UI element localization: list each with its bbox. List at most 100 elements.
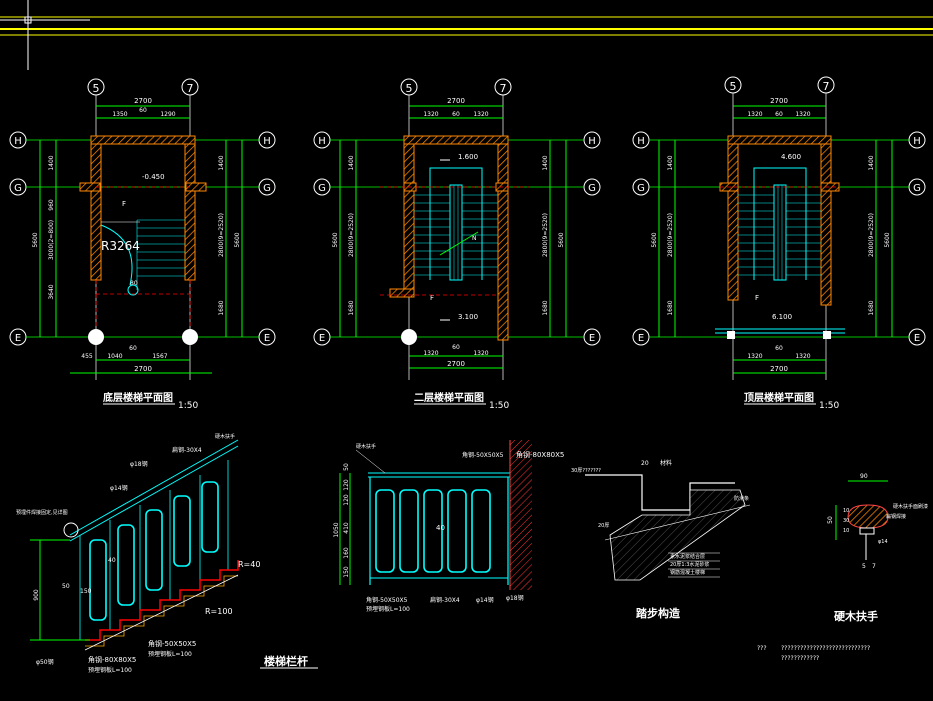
elev-d50: 50 xyxy=(343,463,350,471)
radius-label: R3264 xyxy=(101,239,140,253)
dim-bot-right: 1320 xyxy=(473,350,488,357)
elev-d120: 120 xyxy=(343,479,350,491)
step-mat: 材料 xyxy=(660,459,672,467)
axis-label-5: 5 xyxy=(406,82,413,95)
elev-bot: 3.100 xyxy=(458,313,478,321)
dim-bot-mid: 60 xyxy=(452,344,460,351)
plan-top-floor: 5 7 H H G G E E 2700 60 1320 1320 60 132… xyxy=(632,76,926,411)
axis-label-h: H xyxy=(913,136,921,147)
axis-label-5: 5 xyxy=(93,82,100,95)
dim-left-total: 5600 xyxy=(651,232,658,247)
axis-label-g: G xyxy=(318,183,326,194)
dim-80: 80 xyxy=(130,280,138,287)
dim-left-a: 1400 xyxy=(667,155,674,170)
plan-scale: 1:50 xyxy=(819,401,839,411)
dim-bot-c: 1567 xyxy=(152,353,167,360)
plan-scale: 1:50 xyxy=(178,401,198,411)
dim-left-a: 1400 xyxy=(348,155,355,170)
axis-label-e: E xyxy=(914,333,920,344)
axis-label-7: 7 xyxy=(823,80,830,93)
axis-label-h: H xyxy=(637,136,645,147)
step-leg3: 钢筋混凝土楼梯 xyxy=(670,569,705,576)
hr-d10a: 10 xyxy=(843,508,849,514)
dim-top-right: 1320 xyxy=(795,111,810,118)
elev-flat: 扁钢-30X4 xyxy=(430,596,460,604)
axis-label-h: H xyxy=(14,136,22,147)
dim-right-c: 1680 xyxy=(218,300,225,315)
axis-label-7: 7 xyxy=(187,82,194,95)
step-top-note: 30厚??????? xyxy=(571,468,601,474)
label-a1b: 预埋钢板L=100 xyxy=(148,650,192,658)
dim-left-b: 2800(9=2520) xyxy=(348,213,355,257)
column xyxy=(401,329,417,345)
dim-right-total: 5600 xyxy=(234,232,241,247)
axis-label-e: E xyxy=(638,333,644,344)
step-leg2: 20厚1:3水泥砂浆 xyxy=(670,561,709,568)
note-label: ??? xyxy=(757,645,767,652)
railing-d50: 50 xyxy=(62,583,70,590)
dim-bot-left: 1320 xyxy=(747,353,762,360)
label-a2: 角钢-80X80X5 xyxy=(88,655,136,664)
dim-bot-right: 1320 xyxy=(795,353,810,360)
axis-label-7: 7 xyxy=(500,82,507,95)
elev-bl2: 预埋钢板L=100 xyxy=(366,605,410,613)
label-left-note: 预埋件焊接固定,见详图 xyxy=(16,509,68,516)
elev-a1: 角钢-50X50X5 xyxy=(462,451,504,459)
dim-right-b: 2800(9=2520) xyxy=(868,213,875,257)
plan-title: 二层楼梯平面图 xyxy=(414,391,484,404)
plan-title: 顶层楼梯平面图 xyxy=(744,391,814,404)
elev-total: 1050 xyxy=(333,522,340,537)
elev-d410: 410 xyxy=(343,522,350,534)
axis-label-g: G xyxy=(14,183,22,194)
axis-label-e: E xyxy=(15,333,21,344)
dim-top-right: 1320 xyxy=(473,111,488,118)
dim-right-b: 2800(9=2520) xyxy=(218,213,225,257)
hr-d50: 50 xyxy=(827,516,834,524)
step-leg1: 素水泥浆结合层 xyxy=(670,553,705,560)
dim-bot-total: 2700 xyxy=(770,365,788,373)
elev-d40: 40 xyxy=(436,524,445,532)
label-a2b: 预埋钢板L=100 xyxy=(88,666,132,674)
plan-title: 底层楼梯平面图 xyxy=(103,391,173,404)
dim-bot-total: 2700 xyxy=(134,365,152,373)
step-side: 20厚 xyxy=(598,523,609,529)
label-a1: 角钢-50X50X5 xyxy=(148,639,196,648)
hr-d30: 30 xyxy=(843,518,849,524)
elev-bot: 6.100 xyxy=(772,313,792,321)
railing-h900: 900 xyxy=(33,589,40,601)
footer-note: ??? ???????????????????????????? ???????… xyxy=(757,645,870,662)
elev-top-label: 硬木扶手 xyxy=(356,443,376,450)
axis-label-g: G xyxy=(913,183,921,194)
dim-top-left: 1350 xyxy=(112,111,127,118)
handrail-end xyxy=(63,522,79,538)
newel-post xyxy=(127,284,139,296)
note-line1: ???????????????????????????? xyxy=(781,645,870,652)
dim-right-c: 1680 xyxy=(542,300,549,315)
arrow-mark: F xyxy=(122,200,126,208)
title-frame xyxy=(0,0,933,70)
axis-label-e: E xyxy=(264,333,270,344)
plan-second-floor: 5 7 H H G G E E 2700 60 1320 1320 60 132… xyxy=(313,78,601,411)
handrail-detail: 90 50 10 30 10 硬木扶手面刷漆 扁钢焊接 φ14 5 7 硬木扶手 xyxy=(827,473,928,623)
railing-detail: 900 50 150 40 扁钢-30X4 φ18钢 φ14钢 硬木扶手 预埋件… xyxy=(16,433,318,674)
dim-right-a: 1400 xyxy=(868,155,875,170)
column xyxy=(88,329,104,345)
label-phi50: φ50钢 xyxy=(36,658,54,666)
dim-top-mid: 60 xyxy=(452,111,460,118)
elev-d160: 160 xyxy=(343,547,350,559)
dim-left-c: 1680 xyxy=(667,300,674,315)
elev-d120b: 120 xyxy=(343,494,350,506)
dim-bot-b: 1040 xyxy=(107,353,122,360)
dim-bot-total: 2700 xyxy=(447,360,465,368)
dim-top-left: 1320 xyxy=(423,111,438,118)
elev-top: 4.600 xyxy=(781,153,801,161)
dim-right-b: 2800(9=2520) xyxy=(542,213,549,257)
railing-d150: 150 xyxy=(80,588,92,595)
dim-bot-mid: 60 xyxy=(775,345,783,352)
dim-left-b: 960 xyxy=(48,199,55,211)
svg-text:F: F xyxy=(755,294,759,302)
hr-d10b: 10 xyxy=(843,528,849,534)
dim-left-b: 2800(9=2520) xyxy=(667,213,674,257)
dim-left-c: 3000(2=800) xyxy=(48,220,55,260)
axis-label-g: G xyxy=(588,183,596,194)
